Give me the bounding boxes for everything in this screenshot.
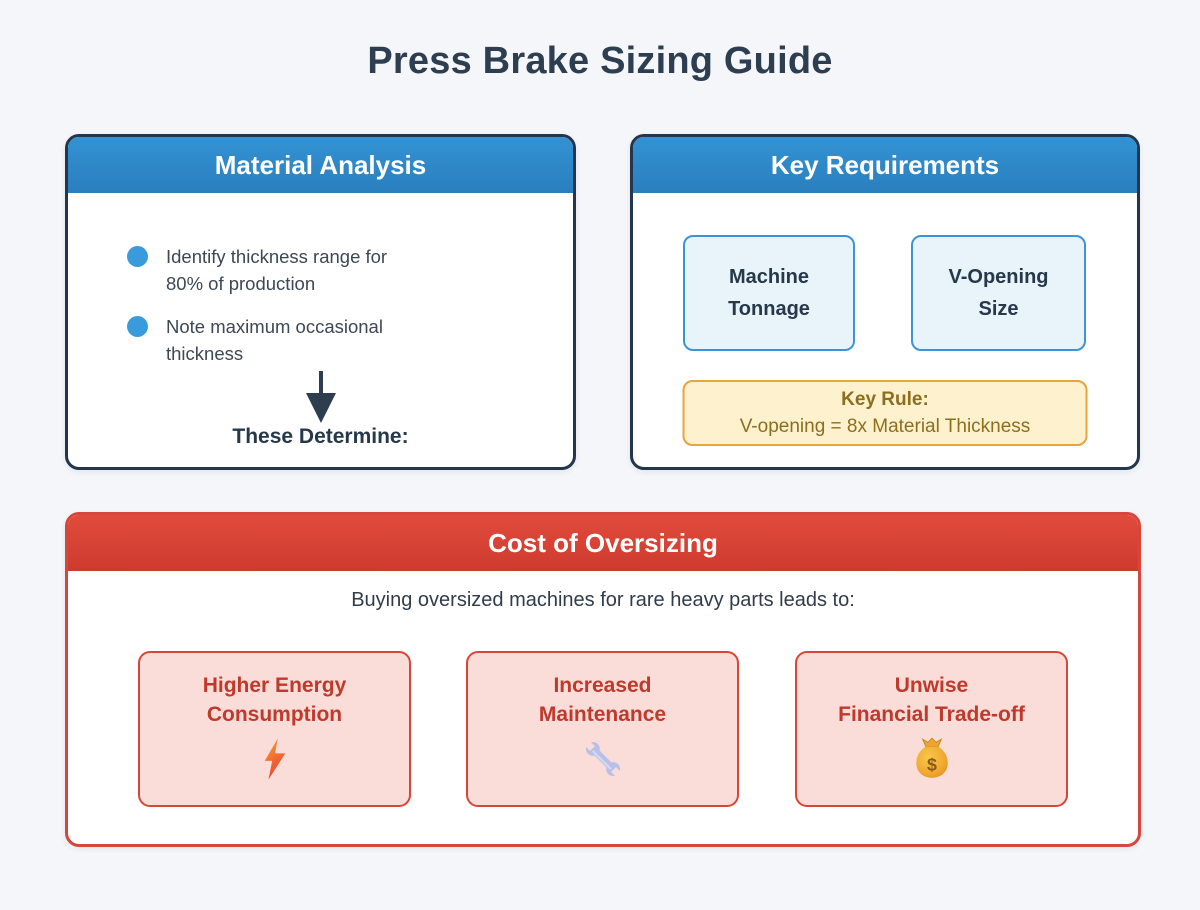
wrench-icon — [581, 735, 625, 783]
requirement-box-line: Tonnage — [728, 298, 810, 320]
cost-item-energy: Higher Energy Consumption — [138, 651, 411, 807]
lightning-icon — [260, 735, 290, 783]
material-analysis-header: Material Analysis — [68, 137, 573, 193]
requirement-box-machine-tonnage: Machine Tonnage — [683, 235, 855, 351]
cost-item-label: Increased Maintenance — [539, 671, 666, 729]
cost-item-maintenance: Increased Maintenance — [466, 651, 739, 807]
bullet-item: Identify thickness range for 80% of prod… — [127, 243, 387, 297]
bullet-line: thickness — [166, 343, 244, 364]
cost-item-label: Unwise Financial Trade-off — [838, 671, 1025, 729]
cost-item-line: Maintenance — [538, 703, 667, 726]
key-requirements-header: Key Requirements — [633, 137, 1137, 193]
requirement-box-v-opening-size: V-Opening Size — [911, 235, 1086, 351]
material-analysis-card: Material Analysis Identify thickness ran… — [65, 134, 576, 470]
cost-item-line: Financial Trade-off — [838, 703, 1025, 726]
requirement-box-line: V-Opening — [948, 266, 1049, 288]
cost-item-financial: Unwise Financial Trade-off $ — [795, 651, 1068, 807]
bullet-line: 80% of production — [166, 273, 316, 294]
cost-item-line: Higher Energy — [202, 674, 347, 697]
requirement-box-line: Size — [978, 298, 1019, 320]
cost-item-line: Consumption — [206, 703, 343, 726]
cost-item-line: Unwise — [894, 674, 969, 697]
requirement-box-line: Machine — [728, 266, 810, 288]
bullet-line: Identify thickness range for — [166, 246, 388, 267]
cost-item-line: Increased — [553, 674, 652, 697]
page-title: Press Brake Sizing Guide — [367, 40, 833, 82]
bullet-item: Note maximum occasional thickness — [127, 313, 383, 367]
key-requirements-card: Key Requirements Machine Tonnage V-Openi… — [630, 134, 1140, 470]
bullet-text: Identify thickness range for 80% of prod… — [166, 243, 387, 297]
key-requirements-header-label: Key Requirements — [770, 149, 1000, 180]
bullet-line: Note maximum occasional — [166, 316, 383, 337]
cost-subtitle: Buying oversized machines for rare heavy… — [351, 589, 855, 611]
down-arrow-icon — [68, 371, 573, 429]
key-rule-formula: V-opening = 8x Material Thickness — [739, 415, 1031, 437]
money-bag-icon: $ — [911, 735, 953, 783]
cost-of-oversizing-card: Cost of Oversizing Buying oversized mach… — [65, 512, 1141, 847]
bullet-text: Note maximum occasional thickness — [166, 313, 383, 367]
material-analysis-footer: These Determine: — [232, 425, 409, 448]
cost-of-oversizing-header: Cost of Oversizing — [68, 515, 1138, 571]
bullet-dot-icon — [127, 246, 148, 267]
material-analysis-header-label: Material Analysis — [214, 149, 427, 180]
cost-of-oversizing-header-label: Cost of Oversizing — [488, 527, 718, 558]
svg-text:$: $ — [927, 755, 937, 775]
key-rule-title: Key Rule: — [841, 388, 929, 410]
cost-item-label: Higher Energy Consumption — [203, 671, 347, 729]
key-rule-box: Key Rule: V-opening = 8x Material Thickn… — [682, 380, 1088, 446]
bullet-dot-icon — [127, 316, 148, 337]
